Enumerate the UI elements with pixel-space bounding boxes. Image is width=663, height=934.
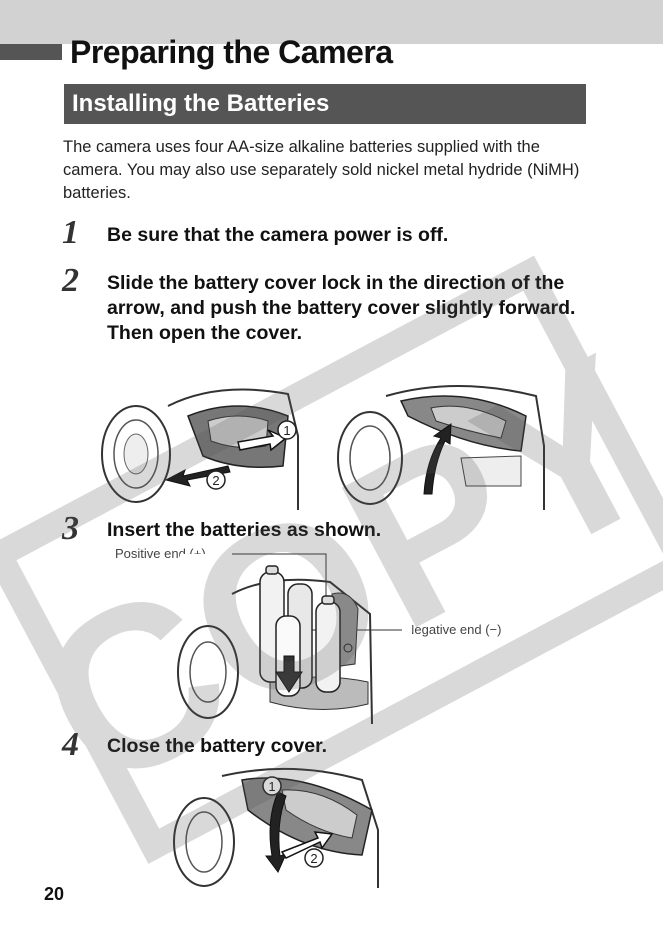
step-4-number: 4 [62, 726, 79, 763]
section-header: Installing the Batteries [64, 84, 586, 124]
battery-cover-close-illustration: 1 2 [173, 760, 382, 888]
negative-end-label: Negative end (−) [405, 622, 502, 637]
section-title: Installing the Batteries [72, 90, 330, 117]
step-1-number: 1 [62, 214, 79, 251]
intro-paragraph: The camera uses four AA-size alkaline ba… [63, 138, 580, 202]
title-tab-marker [0, 44, 62, 60]
page-title: Preparing the Camera [70, 34, 393, 70]
marker-2: 2 [212, 473, 219, 488]
marker-2-close: 2 [310, 851, 317, 866]
page-number: 20 [44, 884, 65, 904]
battery-cover-open-illustration: 1 2 [101, 376, 303, 510]
battery-insertion-illustration [177, 553, 412, 725]
header-bar [0, 0, 663, 44]
step-2-number: 2 [62, 262, 79, 299]
step-2-text: Slide the battery cover lock in the dire… [107, 272, 576, 344]
step-3-number: 3 [62, 510, 79, 547]
step-4-text: Close the battery cover. [107, 735, 328, 757]
battery-cover-lifted-illustration [337, 376, 546, 510]
marker-1-close: 1 [268, 779, 275, 794]
marker-1: 1 [283, 423, 290, 438]
step-3-text: Insert the batteries as shown. [107, 519, 382, 541]
step-1-text: Be sure that the camera power is off. [107, 224, 449, 246]
